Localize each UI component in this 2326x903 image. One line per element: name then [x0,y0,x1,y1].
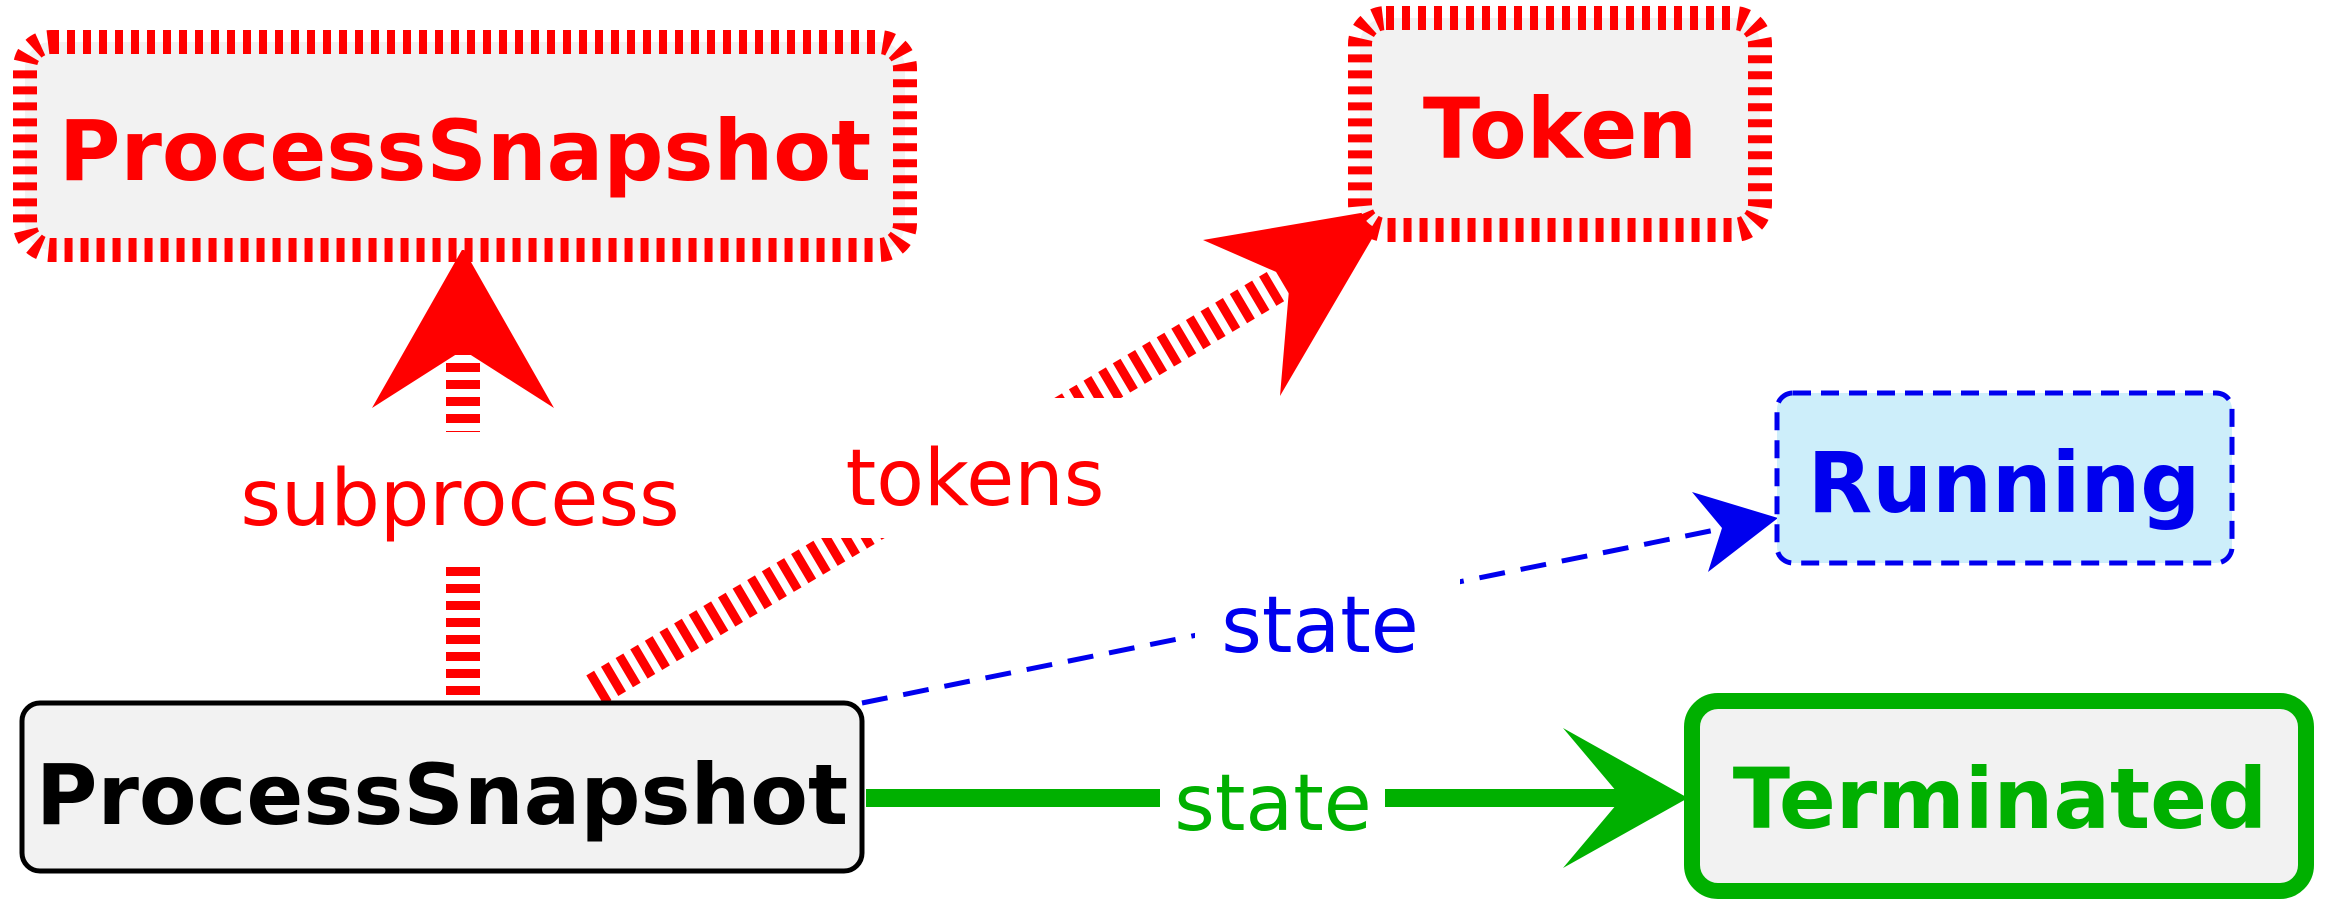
edge-subprocess[interactable]: subprocess [200,248,720,695]
node-terminated[interactable]: Terminated [1684,693,2314,899]
node-processsnapshot-subprocess-box [13,30,917,262]
node-running-label: Running [1808,434,2201,532]
edge-tokens-label-bg [810,398,1130,538]
edge-tokens-label: tokens [846,434,1105,524]
edge-state-terminated-arrowhead [1563,728,1688,868]
edge-state-running[interactable]: state [861,492,1778,706]
edge-tokens-arrowhead [1203,208,1390,396]
node-processsnapshot-subprocess-label: ProcessSnapshot [59,102,871,200]
node-token-box [1348,6,1772,242]
node-processsnapshot-source[interactable]: ProcessSnapshot [19,700,865,874]
edge-tokens[interactable]: tokens [586,208,1390,705]
edge-state-running-arrowhead [1692,492,1778,572]
edge-state-terminated[interactable]: state [866,728,1688,868]
node-running[interactable]: Running [1774,390,2235,566]
node-token-label: Token [1423,80,1697,178]
edge-subprocess-label-bg [200,432,720,562]
node-processsnapshot-source-box [19,700,865,874]
node-terminated-box [1684,693,2314,899]
node-token[interactable]: Token [1348,6,1772,242]
edge-subprocess-label: subprocess [240,454,679,544]
edge-state-terminated-label-bg [1160,745,1385,857]
edge-state-running-label: state [1221,581,1419,671]
node-terminated-label: Terminated [1733,750,2268,848]
edge-state-running-label-bg [1195,570,1460,680]
node-processsnapshot-subprocess[interactable]: ProcessSnapshot [13,30,917,262]
node-processsnapshot-source-label: ProcessSnapshot [36,746,848,844]
edge-state-terminated-label: state [1174,759,1372,849]
edge-subprocess-arrowhead [372,248,554,408]
node-running-box [1774,390,2235,566]
